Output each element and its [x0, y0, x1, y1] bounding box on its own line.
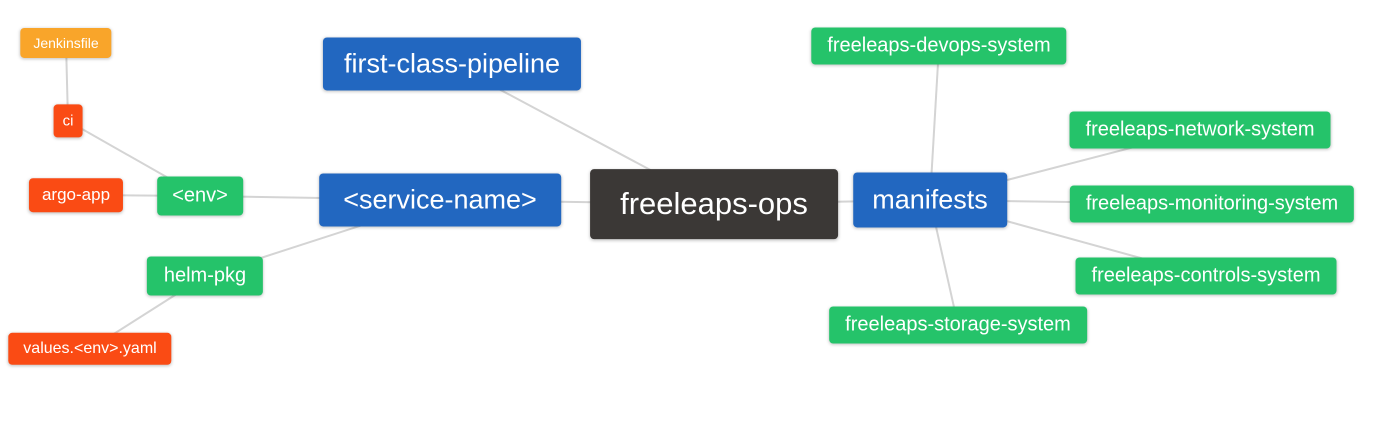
- node-freeleaps-ops[interactable]: freeleaps-ops: [590, 169, 838, 239]
- node-service-name[interactable]: <service-name>: [319, 173, 561, 227]
- node-freeleaps-devops-system[interactable]: freeleaps-devops-system: [811, 27, 1067, 65]
- node-manifests[interactable]: manifests: [853, 172, 1007, 228]
- node-freeleaps-monitoring-system[interactable]: freeleaps-monitoring-system: [1069, 185, 1355, 223]
- node-env[interactable]: <env>: [157, 176, 243, 216]
- node-ci[interactable]: ci: [53, 104, 83, 138]
- node-freeleaps-network-system[interactable]: freeleaps-network-system: [1069, 111, 1331, 149]
- node-first-class-pipeline[interactable]: first-class-pipeline: [322, 37, 582, 91]
- node-helm-pkg[interactable]: helm-pkg: [146, 256, 264, 296]
- node-freeleaps-storage-system[interactable]: freeleaps-storage-system: [829, 306, 1087, 344]
- node-freeleaps-controls-system[interactable]: freeleaps-controls-system: [1075, 257, 1337, 295]
- node-jenkinsfile[interactable]: Jenkinsfile: [20, 27, 112, 59]
- node-argo-app[interactable]: argo-app: [28, 178, 124, 212]
- node-values-env-yaml[interactable]: values.<env>.yaml: [8, 332, 172, 366]
